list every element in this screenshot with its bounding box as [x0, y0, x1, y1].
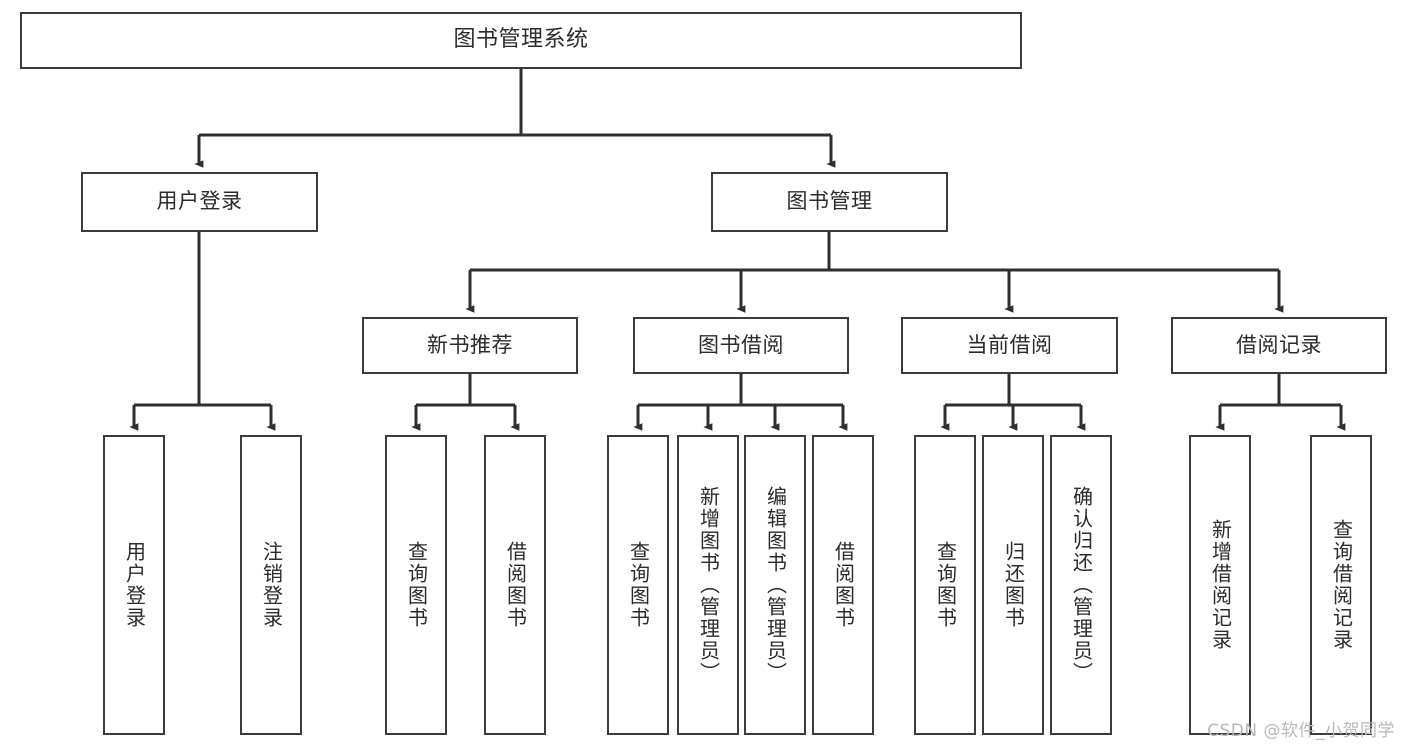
leaf-borrow-book-recommend[interactable]: 借阅图书	[484, 435, 546, 735]
leaf-return-book[interactable]: 归还图书	[982, 435, 1044, 735]
leaf-add-borrow-record[interactable]: 新增借阅记录	[1189, 435, 1251, 735]
node-new-book-recommend[interactable]: 新书推荐	[362, 317, 578, 374]
leaf-borrow-book-label: 借阅图书	[831, 541, 856, 629]
node-user-login-label: 用户登录	[156, 189, 243, 214]
leaf-user-login-label: 用户登录	[122, 541, 147, 629]
leaf-add-book-admin-label: 新增图书（管理员）	[696, 486, 721, 684]
node-current-borrow-label: 当前借阅	[966, 332, 1053, 357]
node-borrow-records-label: 借阅记录	[1236, 332, 1322, 357]
leaf-borrow-book[interactable]: 借阅图书	[812, 435, 874, 735]
leaf-logout-label: 注销登录	[259, 541, 284, 629]
leaf-return-book-label: 归还图书	[1001, 541, 1026, 629]
node-book-borrow[interactable]: 图书借阅	[633, 317, 849, 374]
leaf-query-book-current[interactable]: 查询图书	[914, 435, 976, 735]
node-book-management[interactable]: 图书管理	[711, 172, 948, 232]
node-root[interactable]: 图书管理系统	[20, 12, 1022, 69]
node-current-borrow[interactable]: 当前借阅	[901, 317, 1118, 374]
node-root-label: 图书管理系统	[453, 27, 589, 53]
leaf-query-borrow-record[interactable]: 查询借阅记录	[1310, 435, 1372, 735]
node-user-login[interactable]: 用户登录	[81, 172, 318, 232]
leaf-edit-book-admin[interactable]: 编辑图书（管理员）	[744, 435, 806, 735]
leaf-add-book-admin[interactable]: 新增图书（管理员）	[677, 435, 739, 735]
node-book-borrow-label: 图书借阅	[698, 332, 784, 357]
leaf-confirm-return-admin[interactable]: 确认归还（管理员）	[1050, 435, 1112, 735]
leaf-query-borrow-record-label: 查询借阅记录	[1329, 519, 1354, 651]
leaf-query-book-borrow-label: 查询图书	[626, 541, 651, 629]
leaf-confirm-return-admin-label: 确认归还（管理员）	[1069, 486, 1094, 684]
leaf-borrow-book-recommend-label: 借阅图书	[503, 541, 528, 629]
leaf-query-book-current-label: 查询图书	[933, 541, 958, 629]
leaf-query-book-borrow[interactable]: 查询图书	[607, 435, 669, 735]
watermark: CSDN @软件_小贺同学	[1207, 721, 1395, 741]
leaf-query-book-recommend[interactable]: 查询图书	[385, 435, 447, 735]
leaf-add-borrow-record-label: 新增借阅记录	[1208, 519, 1233, 651]
node-borrow-records[interactable]: 借阅记录	[1171, 317, 1387, 374]
leaf-user-login[interactable]: 用户登录	[103, 435, 165, 735]
leaf-logout[interactable]: 注销登录	[240, 435, 302, 735]
node-book-management-label: 图书管理	[786, 189, 873, 214]
node-new-book-recommend-label: 新书推荐	[427, 332, 513, 357]
leaf-query-book-recommend-label: 查询图书	[404, 541, 429, 629]
leaf-edit-book-admin-label: 编辑图书（管理员）	[763, 486, 788, 684]
